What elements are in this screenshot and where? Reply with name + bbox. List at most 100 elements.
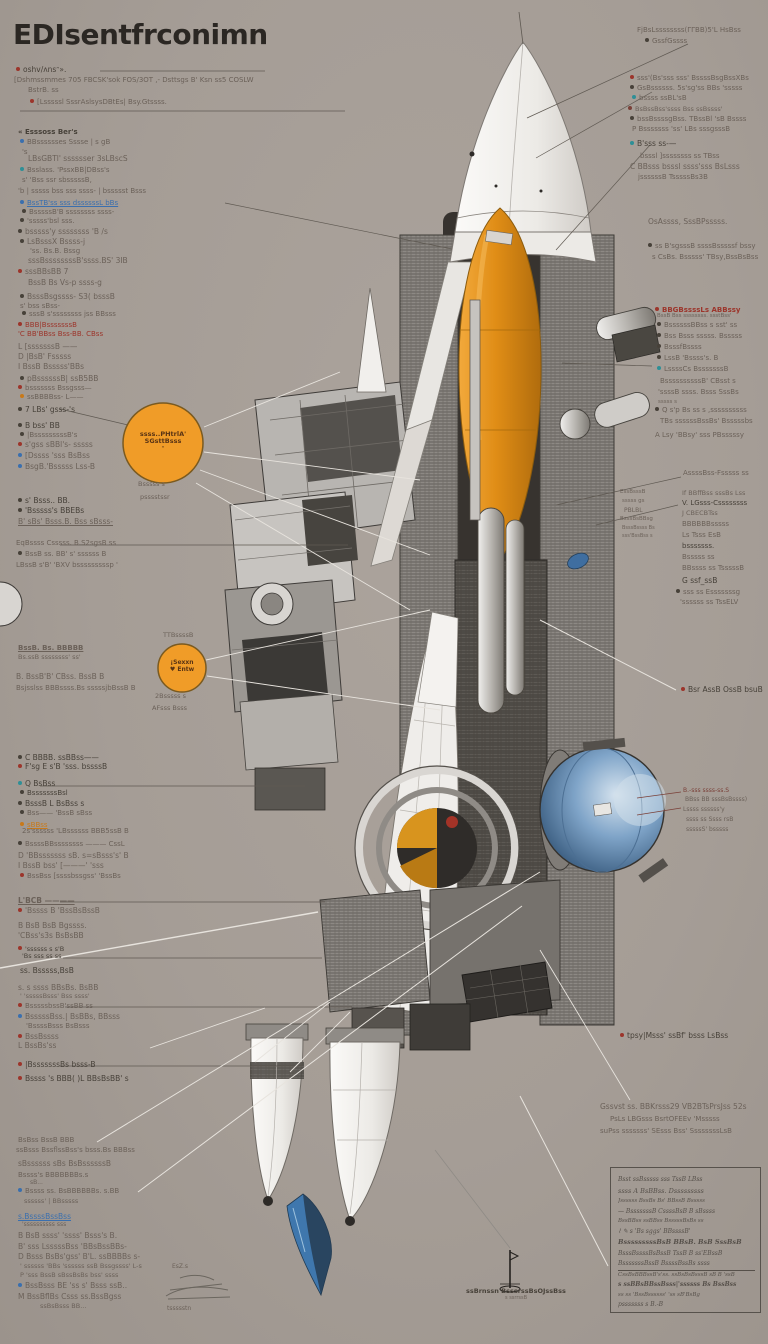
annotation-label: A Lsy 'BBsy' sss PBsssssy (655, 431, 744, 439)
annotation-label: BssBss [ssssbssgss' 'BssBs (20, 872, 121, 880)
bullet-icon (20, 376, 24, 380)
legend-line: s ssBBsBBssBsss|'ssssss Bs BssBss (618, 1281, 737, 1289)
legend-line: BssBBss ssBBss BsssssBsBs ss (618, 1218, 704, 1224)
right-truss-column (539, 234, 615, 1026)
legend-box: Bsst ssBsssss sss TssB LBss ssss A BsBBss… (610, 1167, 761, 1313)
annotation-label: BssBssss (18, 1033, 59, 1041)
annotation-label: I BssB Bsssss'BBs (18, 362, 85, 371)
leader-line (254, 1001, 331, 1063)
fuselage-cavity (443, 212, 563, 567)
bullet-icon (18, 801, 22, 805)
bullet-icon (648, 243, 652, 247)
bullet-icon (18, 946, 22, 950)
annotation-label: |BsssssssssB's (20, 431, 77, 439)
annotation-label: sssBssssssssB'ssss.BS' 3IB (28, 256, 128, 265)
annotation-label: Bsslass. 'PssxBB|DBss's (20, 166, 110, 174)
annotation-label: BsBssBss'ssss Bss ssBssss' (628, 106, 723, 113)
annotation-label: « Esssoss Ber's (18, 128, 78, 136)
callout-circle-text: ssss..PHtrlA'SGsttBsss˄ (139, 430, 187, 453)
bullet-icon (657, 355, 661, 359)
annotation-label: BsssBsBBsg (620, 516, 653, 522)
legend-line: Bsst ssBsssss sss TssB LBss (618, 1176, 703, 1183)
annotation-label: ssssss' | BBsssss (24, 1197, 79, 1205)
annotation-label: GsBssssss. 5s'sg'ss BBs 'sssss (630, 84, 742, 92)
annotation-label: Bssss 's BBB( )L BBsBsBB' s (18, 1075, 129, 1083)
annotation-label: BssB Bs Vs-p ssss-g (28, 278, 102, 287)
bullet-icon (657, 322, 661, 326)
annotation-label: D 'BBsssssss sB. s=sBsss's' B (18, 851, 129, 860)
annotation-label: bssBssssgBss. TBssBl 'sB Bssss (630, 115, 746, 123)
leader-line (555, 144, 651, 251)
annotation-label: C BBsss bsssl ssss'sss BsLsss (630, 162, 740, 171)
annotation-label: If BBffBss sssBs Lss (682, 489, 746, 497)
annotation-label: B BsB BsB Bgssss. (18, 921, 87, 930)
center-bay (454, 559, 548, 1016)
annotation-label: BssssBBssssssss ——— CssL (18, 840, 125, 848)
annotation-label: BssssssssssB' CBsst s (660, 377, 736, 385)
annotation-label: s'gss sBBl's- sssss (18, 441, 93, 449)
annotation-label: L [sssssssB —— (18, 342, 78, 351)
legend-line: — BsssssssB CssssBsB B sBssss (618, 1207, 716, 1215)
annotation-label: Bssss's BBBBBBBs.s (18, 1171, 89, 1179)
leader-line (195, 482, 411, 611)
annotation-label: B. BssB'B' CBss. BssB B (16, 672, 105, 681)
bullet-icon (18, 1014, 22, 1018)
annotation-label: ssss ss Ssss rsB (686, 816, 734, 823)
bullet-icon (676, 589, 680, 593)
bullet-icon (18, 1076, 22, 1080)
leader-line (203, 451, 421, 481)
annotation-label: B.-sss ssss-ss.S (683, 787, 730, 794)
bullet-icon (18, 1034, 22, 1038)
annotation-label: ' ssssss 'BBs 'ssssss ssB Bssgssss' L-s (20, 1262, 142, 1270)
annotation-label: BsBss BssB BBB (18, 1136, 75, 1144)
annotation-label: sss'(Bs'sss sss' BssssBsgBssXBs (630, 74, 749, 82)
annotation-label: bsssss'y ssssssss 'B /s (18, 228, 108, 236)
annotation-label: PsLs LBGsss BsrtOFEEv 'Msssss (610, 1115, 720, 1123)
annotation-label: 'C BB'BBss Bss-BB. CBss (18, 330, 104, 338)
annotation-label: P Bsssssss 'ss' LBs sssgsssB (632, 125, 731, 133)
annotation-label: EssBsssB (620, 489, 646, 495)
annotation-label: BBssss ss TsssssB (682, 564, 745, 572)
lower-machinery (319, 879, 561, 1051)
annotation-label: 'Bsssss's BBEBs (18, 507, 84, 515)
legend-line: ssss A BsBBss. Dsssssssss (618, 1186, 704, 1195)
bullet-icon (18, 453, 22, 457)
bullet-icon (18, 229, 22, 233)
side-thruster-pods (559, 306, 661, 570)
sensor-spike-cone (356, 287, 387, 393)
bullet-icon (20, 790, 24, 794)
annotation-label: 'b | sssss bss sss ssss- | bssssst Bsss (18, 187, 147, 195)
annotation-label: sBssssss sBs BsBssssssB (18, 1159, 112, 1168)
annotation-label: 'BssssBsss BsBsss (26, 1022, 90, 1030)
bullet-icon (20, 394, 24, 398)
annotation-label: s' Bsss.. BB. (18, 497, 70, 505)
annotation-label: B BsB ssss' 'ssss' Bsss's B. (18, 1231, 118, 1240)
annotation-label: AssssBss-Fsssss ss (683, 469, 749, 477)
annotation-label: 's (22, 148, 28, 156)
annotation-label: 7 LBs' gsss-'s (18, 406, 75, 414)
annotation-label: Q BsBss (18, 780, 55, 788)
annotation-label: |BsssssssBs bsss-B (18, 1061, 96, 1069)
annotation-label: TBs ssssssBssBs' Bsssssbs (660, 417, 753, 425)
annotation-label: s' bss sBss- (20, 302, 61, 310)
bullet-icon (632, 95, 636, 99)
annotation-label: BsssssB'B ssssssss ssss- (22, 208, 114, 216)
annotation-label: Bss—— 'BssB sBss (20, 809, 92, 817)
annotation-label: V. LGsss-Cssssssss (682, 499, 748, 507)
annotation-label: Bsssss s (138, 480, 165, 488)
legend-line: ⌇ ✎ s 'Bs sggs' BBssssB' (618, 1227, 691, 1235)
annotation-label: bsssssss. (682, 542, 715, 550)
bullet-icon (18, 841, 22, 845)
margin-sketch-vehicle (165, 1274, 231, 1300)
annotation-label: PBLBL (624, 507, 643, 514)
leader-line (224, 202, 453, 250)
annotation-label: 'ssssB ssss. Bsss SssBs (658, 388, 739, 396)
bullet-icon (20, 167, 24, 171)
leader-line (205, 609, 431, 661)
annotation-label: sssss gs (622, 498, 645, 504)
bullet-icon (18, 551, 22, 555)
annotation-label: BsssB L BsBss s (18, 800, 84, 808)
bullet-icon (630, 141, 634, 145)
lower-white-fairing (373, 611, 459, 1019)
annotation-label: C BBBB. ssBBss—— (18, 754, 99, 762)
